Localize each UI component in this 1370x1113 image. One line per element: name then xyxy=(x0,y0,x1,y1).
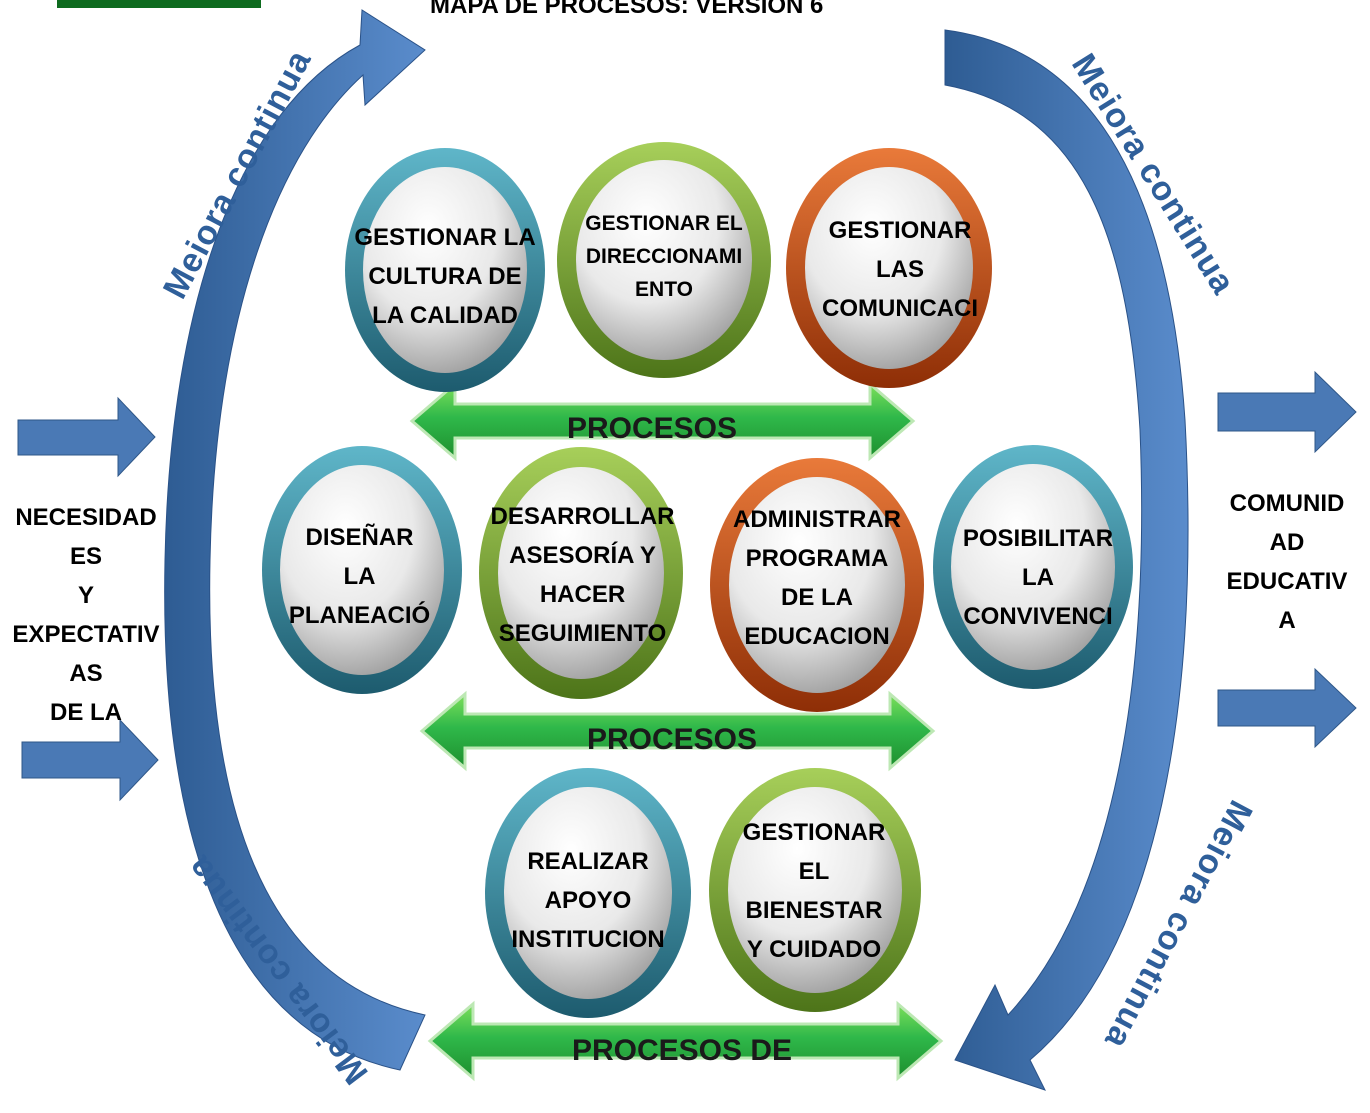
circle-text-line: GESTIONAR LA xyxy=(354,224,536,251)
input-line: ES xyxy=(69,543,102,570)
circle-text-line: INSTITUCION xyxy=(511,926,665,953)
circle-text-line: PROGRAMA xyxy=(745,545,889,572)
output-arrow-top xyxy=(1217,370,1357,454)
process-gestionar-direccionamiento: GESTIONAR EL DIRECCIONAMI ENTO xyxy=(564,207,764,306)
circle-core-asesoria xyxy=(498,467,664,679)
input-needs-label: NECESIDAD ES Y EXPECTATIV AS DE LA xyxy=(0,498,172,732)
process-band-2 xyxy=(419,690,936,772)
circle-text-line: EDUCACION xyxy=(744,623,890,650)
circle-text-line: GESTIONAR EL xyxy=(585,212,743,235)
circle-text-line: LAS xyxy=(876,256,924,283)
output-arrows xyxy=(1217,370,1357,749)
process-disenar-planeacion: DISEÑAR LA PLANEACIÓ xyxy=(262,518,457,635)
circle-core-direccionamiento xyxy=(576,160,752,360)
circle-text-line: DIRECCIONAMI xyxy=(585,245,743,268)
input-arrow-bottom xyxy=(21,718,159,802)
input-line: EXPECTATIV xyxy=(12,621,160,648)
circle-text-line: GESTIONAR xyxy=(742,819,886,846)
output-line: EDUCATIV xyxy=(1226,568,1348,595)
process-realizar-apoyo: REALIZAR APOYO INSTITUCION xyxy=(488,842,688,959)
circle-core-educacion xyxy=(729,477,905,693)
circle-text-line: APOYO xyxy=(544,887,632,914)
left-upper-arc-arrow xyxy=(164,9,426,1071)
circle-text-line: PLANEACIÓ xyxy=(288,602,431,629)
circle-text-line: ENTO xyxy=(635,278,693,301)
input-line: Y xyxy=(77,582,94,609)
process-bands xyxy=(409,380,944,1082)
process-gestionar-bienestar: GESTIONAR EL BIENESTAR Y CUIDADO xyxy=(714,813,914,969)
input-line: AS xyxy=(69,660,103,687)
circle-text-line: LA xyxy=(1022,564,1054,591)
process-administrar-programa: ADMINISTRAR PROGRAMA DE LA EDUCACION xyxy=(717,500,917,656)
process-band-3 xyxy=(427,1000,944,1082)
circle-text-line: SEGUIMIENTO xyxy=(498,620,667,647)
input-arrows xyxy=(17,396,159,802)
circle-text-line: COMUNICACI xyxy=(822,295,978,322)
circle-text-line: CONVIVENCI xyxy=(963,603,1113,630)
circle-text-line: DE LA xyxy=(781,584,853,611)
circle-core-cultura-calidad xyxy=(363,167,527,373)
output-line: A xyxy=(1278,607,1296,634)
output-line: COMUNID xyxy=(1229,490,1345,517)
circle-core-planeacion xyxy=(280,465,444,675)
circle-text-line: DISEÑAR xyxy=(305,524,414,551)
input-line: DE LA xyxy=(50,699,122,726)
circle-text-line: Y CUIDADO xyxy=(746,936,882,963)
process-posibilitar-convivencia: POSIBILITAR LA CONVIVENCI xyxy=(938,519,1138,636)
process-desarrollar-asesoria: DESARROLLAR ASESORÍA Y HACER SEGUIMIENTO xyxy=(480,497,685,653)
input-line: NECESIDAD xyxy=(15,504,157,531)
band-label-row-2: PROCESOS xyxy=(586,723,758,756)
circle-text-line: HACER xyxy=(539,581,626,608)
circle-text-line: ASESORÍA Y xyxy=(509,542,656,569)
output-community-label: COMUNID AD EDUCATIV A xyxy=(1205,484,1369,640)
circle-text-line: GESTIONAR xyxy=(828,217,972,244)
logo-green-bar xyxy=(57,0,261,8)
process-band-1 xyxy=(409,380,916,462)
process-gestionar-comunicaciones: GESTIONAR LAS COMUNICACI xyxy=(800,211,1000,328)
circle-core-bienestar xyxy=(728,787,902,993)
mejora-continua-arrows xyxy=(164,9,1189,1091)
diagram-title: MAPA DE PROCESOS: VERSION 6 xyxy=(430,0,824,19)
circle-text-line: DESARROLLAR xyxy=(490,503,675,530)
input-arrow-top xyxy=(17,396,156,478)
circle-text-line: POSIBILITAR xyxy=(962,525,1114,552)
circle-core-comunicaciones xyxy=(805,167,973,369)
circle-text-line: ADMINISTRAR xyxy=(733,506,901,533)
circle-core-apoyo xyxy=(504,787,672,999)
band-label-row-1: PROCESOS xyxy=(566,412,738,445)
band-label-row-3: PROCESOS DE xyxy=(571,1034,793,1067)
right-arc-arrow xyxy=(944,29,1189,1091)
process-gestionar-cultura-calidad: GESTIONAR LA CULTURA DE LA CALIDAD xyxy=(345,218,545,335)
circle-text-line: CULTURA DE xyxy=(368,263,522,290)
circle-text-line: LA xyxy=(343,563,376,590)
circle-core-convivencia xyxy=(951,464,1115,670)
circle-text-line: REALIZAR xyxy=(527,848,649,875)
circle-text-line: EL xyxy=(798,858,830,885)
circle-text-line: BIENESTAR xyxy=(745,897,883,924)
output-arrow-bottom xyxy=(1217,667,1357,749)
circle-text-line: LA CALIDAD xyxy=(372,302,518,329)
output-line: AD xyxy=(1269,529,1305,556)
process-circles xyxy=(262,142,1133,1018)
